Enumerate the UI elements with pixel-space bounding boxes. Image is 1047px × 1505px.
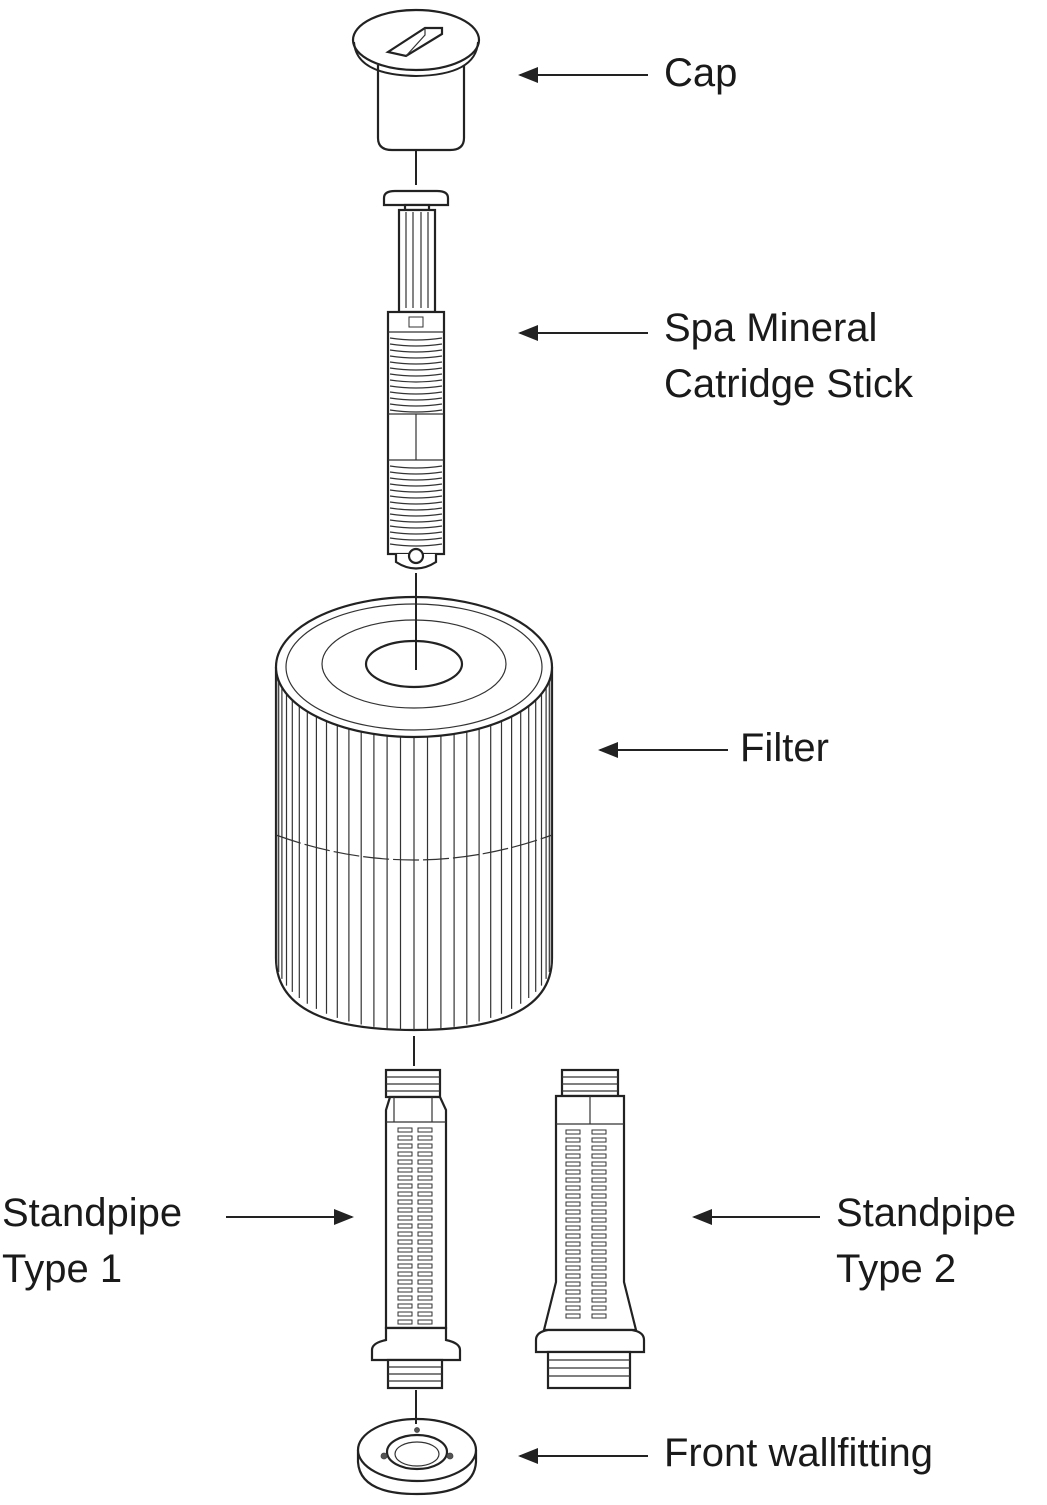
standpipe2-label-line1: Standpipe: [836, 1191, 1017, 1235]
cap-part: [351, 8, 481, 152]
filter-label: Filter: [740, 726, 829, 770]
standpipe2-slots: [565, 1129, 607, 1319]
standpipe2-label-line2: Type 2: [836, 1247, 957, 1291]
mineral-label-line1: Spa Mineral: [664, 306, 878, 350]
standpipe-type1-part: [370, 1068, 462, 1390]
leader-arrows: [226, 67, 820, 1464]
standpipe1-label-line1: Standpipe: [2, 1191, 183, 1235]
cartridge-ridges: [389, 337, 443, 547]
filter-part: [274, 595, 554, 1032]
mineral-cartridge-part: [382, 189, 450, 570]
filter-pleats: [276, 673, 552, 1030]
standpipe1-label-line2: Type 1: [2, 1247, 123, 1291]
cap-label: Cap: [664, 51, 738, 95]
standpipe-type2-part: [534, 1068, 646, 1390]
alignment-lines: [413, 150, 417, 1424]
standpipe1-slots: [397, 1127, 433, 1325]
wallfitting-part: [356, 1417, 478, 1496]
wallfitting-label: Front wallfitting: [664, 1431, 933, 1475]
mineral-label-line2: Catridge Stick: [664, 362, 913, 406]
